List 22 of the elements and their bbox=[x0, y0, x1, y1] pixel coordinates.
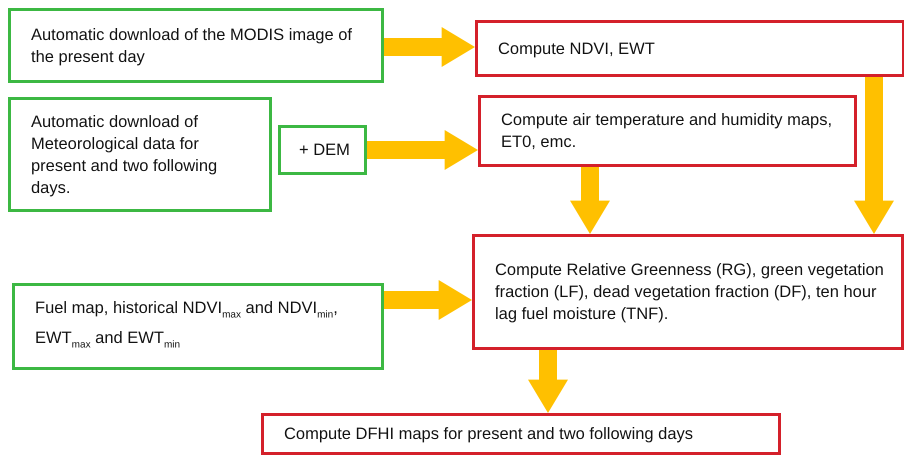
process-box bbox=[478, 95, 857, 167]
node-text: Compute NDVI, EWT bbox=[498, 38, 655, 60]
node-text: Automatic download of the MODIS image of the present day bbox=[31, 24, 353, 68]
node-text: Automatic download of Meteorological data for present and two following days. bbox=[31, 112, 218, 198]
process-box bbox=[475, 20, 904, 77]
input-box bbox=[12, 283, 384, 370]
input-box bbox=[8, 97, 272, 212]
process-box bbox=[261, 413, 781, 455]
node-text: Fuel map, historical NDVI$_{max}$ and NDVI$_{min}$, EWT$_{max}$ and EWT$_{min}$ bbox=[35, 298, 339, 352]
node-text: Compute Relative Greenness (RG), green vegetation fraction (LF), dead vegetation fraction (DF), ten hour lag fuel moisture (TNF). bbox=[495, 260, 885, 325]
arrow bbox=[384, 280, 472, 320]
arrow bbox=[570, 167, 610, 234]
node-text: Compute DFHI maps for present and two following days bbox=[284, 424, 694, 445]
process-box bbox=[472, 234, 904, 350]
node-text: Compute air temperature and humidity maps, ET0, emc. bbox=[501, 110, 834, 153]
input-box bbox=[8, 8, 384, 83]
input-box bbox=[278, 125, 367, 175]
arrow bbox=[854, 77, 894, 234]
node-text: + DEM bbox=[299, 140, 350, 161]
arrow bbox=[384, 27, 475, 67]
arrow bbox=[367, 130, 478, 170]
arrow bbox=[528, 350, 568, 413]
